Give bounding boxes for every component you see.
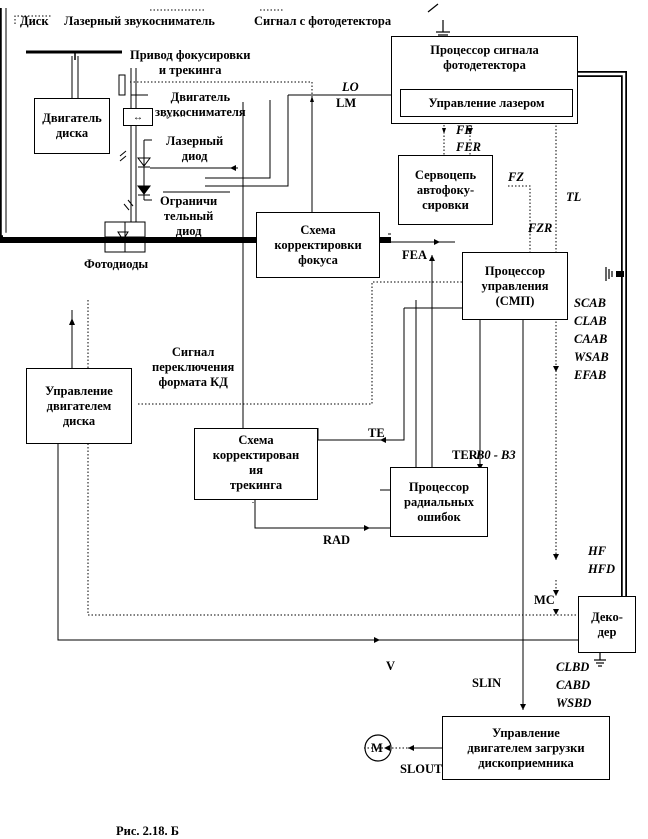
signal-slout: SLOUT [400, 762, 443, 776]
signal-lm: LM [336, 96, 357, 110]
disk-motor-control-block: Управление двигателем диска [26, 368, 132, 444]
laser-diode-label: Лазерный диод [166, 134, 224, 163]
control-processor-block: Процессор управления (СМП) [462, 252, 568, 320]
signal-wsbd: WSBD [556, 696, 592, 710]
solid-arrows [69, 96, 559, 751]
photodetector-signal-label: Сигнал с фотодетектора [254, 14, 392, 28]
figure-caption: Рис. 2.18. Б [116, 824, 180, 838]
signal-slin: SLIN [472, 676, 502, 690]
disk-motor-block: Двигатель диска [34, 98, 110, 154]
signal-cabd: CABD [556, 678, 591, 692]
tracking-correction-block: Схема корректирован ия трекинга [194, 428, 318, 500]
signal-hfd: HFD [588, 562, 616, 576]
signal-hf: HF [588, 544, 607, 558]
signal-fe: FE [456, 123, 473, 137]
decoder-block: Деко- дер [578, 596, 636, 653]
signal-clbd: CLBD [556, 660, 590, 674]
signal-efab: EFAB [574, 368, 607, 382]
signal-caab: CAAB [574, 332, 608, 346]
signal-fz: FZ [508, 170, 524, 184]
dotted-arrows [384, 128, 559, 751]
laser-control-block: Управление лазером [400, 89, 573, 117]
disk-shape [26, 50, 122, 98]
photodiodes-label: Фотодиоды [84, 257, 149, 271]
pickup-motor-label: Двигатель звукоснимателя [155, 90, 246, 119]
signal-te: TE [368, 426, 385, 440]
signal-fer: FER [456, 140, 482, 154]
signal-scab: SCAB [574, 296, 606, 310]
signal-v: V [386, 659, 396, 673]
solid-connections [57, 94, 578, 749]
servo-block: Сервоцепь автофоку- сировки [398, 155, 493, 225]
signal-b0-b3: B0 - B3 [476, 448, 516, 462]
signal-ter: TER [452, 448, 478, 462]
radial-processor-block: Процессор радиальных ошибок [390, 467, 488, 537]
signal-lo: LO [342, 80, 359, 94]
signal-fzr: FZR [528, 221, 553, 235]
signal-clab: CLAB [574, 314, 607, 328]
motor-symbol [364, 734, 392, 762]
signal-tl: TL [566, 190, 582, 204]
signal-rad: RAD [323, 533, 351, 547]
motor-label: M [371, 741, 383, 755]
laser-pickup-label: Лазерный звукосниматель [64, 14, 215, 28]
signal-fea: FEA [402, 248, 427, 262]
signal-wsab: WSAB [574, 350, 609, 364]
format-switch-label: Сигнал переключения формата КД [152, 345, 235, 389]
disk-label: Диск [20, 14, 49, 28]
signal-mc: MC [534, 593, 555, 607]
loader-control-block: Управление двигателем загрузки дископрие… [442, 716, 610, 780]
pickup-head [118, 68, 152, 222]
pickup-motor-icon: ↔ [123, 108, 153, 126]
focus-drive-label: Привод фокусировки и трекинга [130, 48, 251, 77]
limiter-diode-label: Ограничи тельный диод [160, 194, 218, 238]
focus-correction-block: Схема корректировки фокуса [256, 212, 380, 278]
photodiode-symbol [104, 221, 146, 253]
